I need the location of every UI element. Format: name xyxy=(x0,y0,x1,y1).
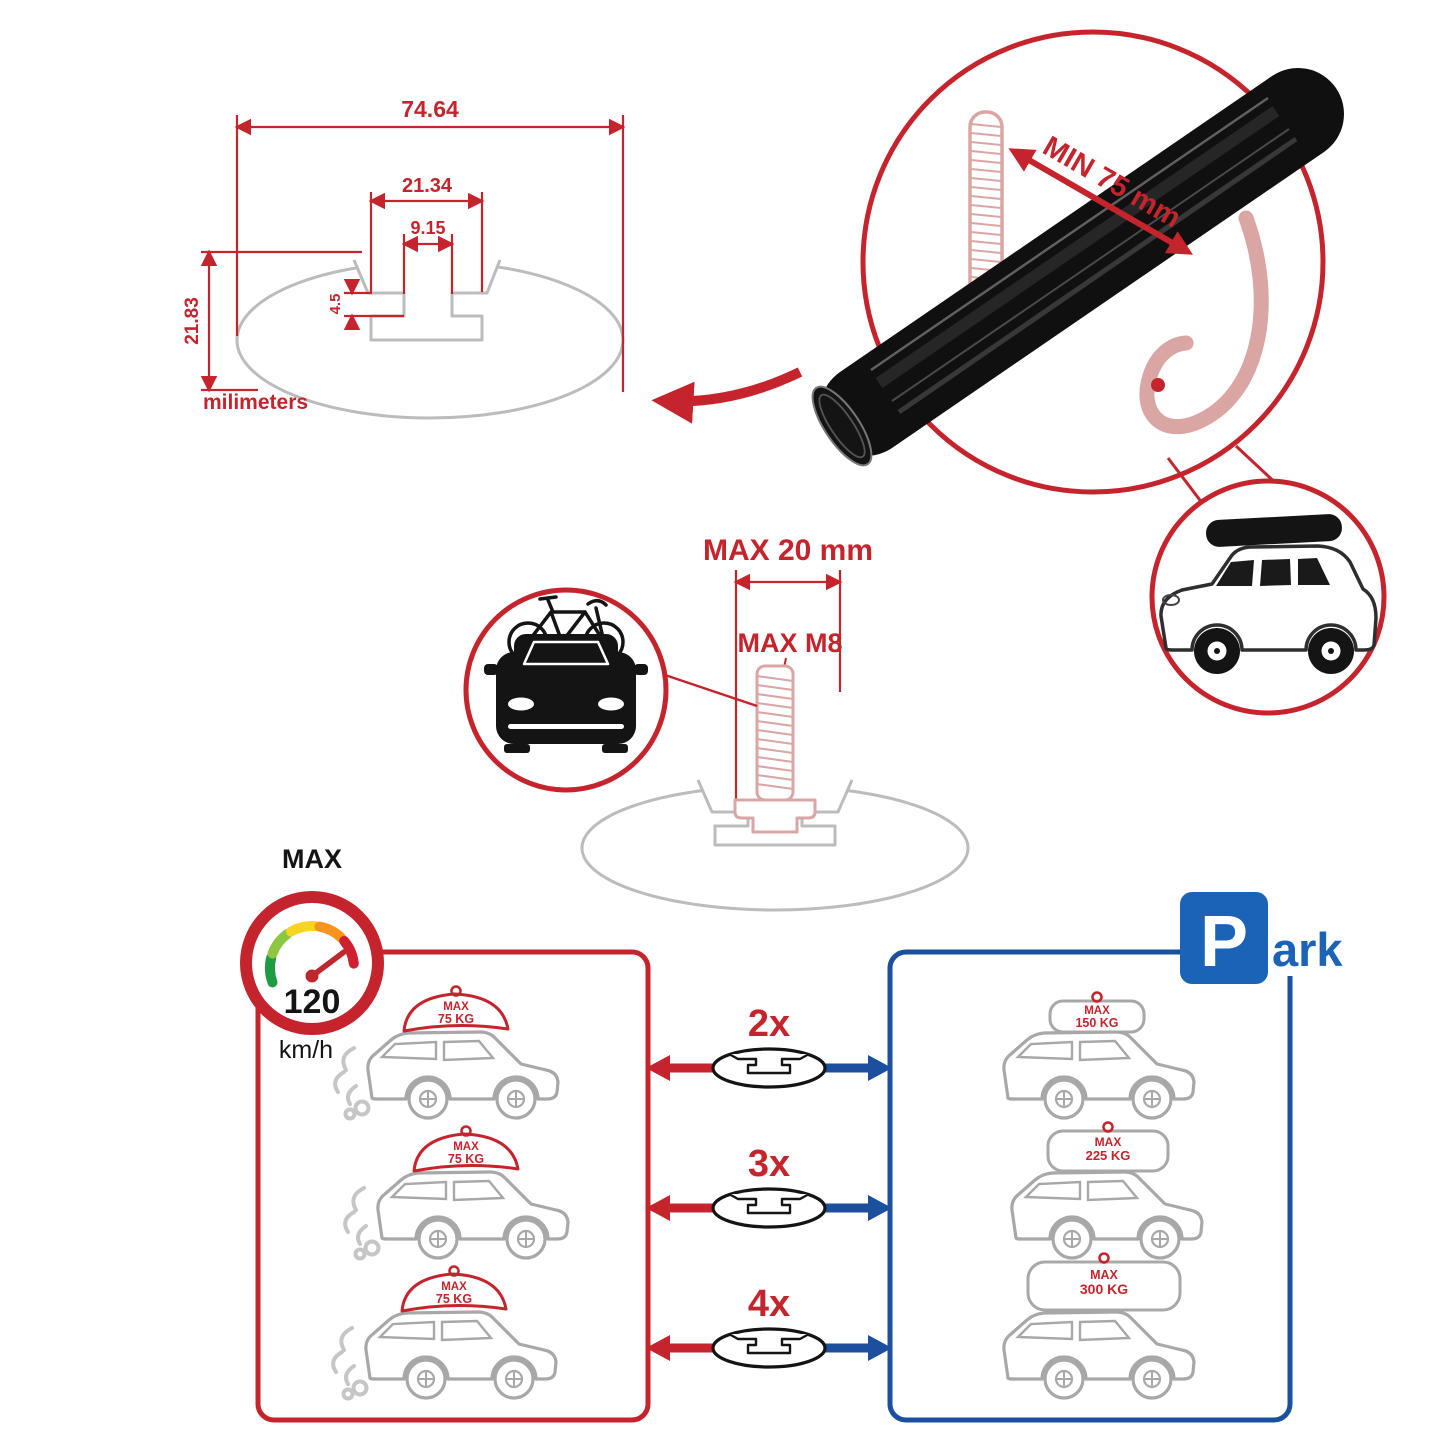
dim-total-width-lines xyxy=(234,115,626,392)
dim-total-height-label: 21.83 xyxy=(182,297,203,345)
bar-count-label: 3x xyxy=(748,1143,790,1185)
roof-box-load-line2: 225 KG xyxy=(1086,1148,1131,1163)
dim-slot-width-label: 9.15 xyxy=(410,218,445,238)
t-slot-profile xyxy=(352,259,502,342)
roof-box-small: MAX 150 KG xyxy=(1048,991,1146,1034)
suv-roofbox-badge xyxy=(1149,478,1387,716)
bolt-max-thread-label: MAX M8 xyxy=(737,628,842,658)
bolt-detail-diagram: MAX 20 mm MAX M8 xyxy=(580,534,970,912)
dim-channel-outer-label: 21.34 xyxy=(402,175,453,197)
roof-box-large: MAX 300 KG xyxy=(1026,1252,1182,1312)
driving-car-row-1: MAX 75 KG xyxy=(333,985,560,1121)
gauge-needle xyxy=(305,949,347,983)
arrow-to-driving-head xyxy=(646,1335,670,1361)
driving-car-row-3: MAX 75 KG xyxy=(331,1265,558,1401)
parking-sign-plate xyxy=(1180,892,1268,984)
roof-box-medium: MAX 225 KG xyxy=(1046,1121,1170,1173)
roof-box-load-line1: MAX xyxy=(1095,1135,1122,1149)
car-front-icon xyxy=(484,634,648,753)
parking-sign: P ark xyxy=(1180,892,1346,984)
clamp-contact-dot xyxy=(1151,378,1165,392)
roof-box-load-line1: MAX xyxy=(1084,1005,1110,1017)
roof-bag-load-line2: 75 KG xyxy=(438,1012,474,1026)
roof-box xyxy=(1206,514,1342,547)
bike-car-badge xyxy=(463,587,758,793)
clamp-hook xyxy=(1139,210,1269,434)
arrow-to-parked-head xyxy=(868,1195,892,1221)
dim-lip-depth-lines xyxy=(343,278,404,331)
bar-count-row-2: 3x xyxy=(646,1143,892,1229)
dim-channel-outer-lines xyxy=(368,192,485,292)
t-bolt-illustration xyxy=(733,664,817,834)
detail-circle xyxy=(860,29,1326,495)
suv-window-front xyxy=(1260,559,1291,586)
suv-windshield xyxy=(1216,560,1254,586)
roof-box-load-line1: MAX xyxy=(1090,1268,1118,1282)
arrow-to-parked-head xyxy=(868,1335,892,1361)
suv-wheel-rear xyxy=(1308,628,1354,674)
crossbar-section-icon xyxy=(711,1047,827,1089)
speed-limit-value: 120 xyxy=(284,983,341,1021)
roof-bag: MAX 75 KG xyxy=(400,1265,508,1313)
bar-count-label: 2x xyxy=(748,1003,790,1045)
bar-count-label: 4x xyxy=(748,1283,790,1325)
roof-bag-load-line1: MAX xyxy=(453,1141,479,1153)
dim-slot-width-lines xyxy=(401,234,455,294)
bar-end-face xyxy=(811,385,873,467)
gauge-ring xyxy=(240,891,384,1035)
speed-limit-gauge: MAX 120 km/h xyxy=(240,844,384,1064)
parked-car-row-2: MAX 225 KG xyxy=(1010,1121,1204,1260)
roof-bag-load-line2: 75 KG xyxy=(436,1292,472,1306)
speed-limit-unit: km/h xyxy=(279,1036,333,1064)
pointer-arrow-to-diagram xyxy=(651,367,803,424)
driving-car-row-2: MAX 75 KG xyxy=(343,1125,570,1261)
dim-lip-depth-label: 4.5 xyxy=(327,294,344,315)
speed-limit-title: MAX xyxy=(282,844,342,874)
capacity-comparison: P ark MAX 75 KG MAX 75 KG xyxy=(255,892,1346,1423)
arrow-to-driving-head xyxy=(646,1195,670,1221)
suv-window-rear xyxy=(1298,558,1330,585)
crossbar-dimension-diagram: 74.64 21.34 9.15 4.5 21.83 milimeters xyxy=(182,96,803,424)
parking-sign-letter: P xyxy=(1200,902,1248,982)
bolt-length-dim-lines xyxy=(733,570,843,800)
parked-car-row-1: MAX 150 KG xyxy=(1002,991,1196,1120)
roof-bag-load-line1: MAX xyxy=(441,1281,467,1293)
suv-headlight xyxy=(1162,594,1180,606)
parking-sign-backdrop xyxy=(1268,908,1346,976)
parking-sign-suffix: ark xyxy=(1272,923,1343,976)
roof-bag-load-line1: MAX xyxy=(443,1001,469,1013)
roof-bag: MAX 75 KG xyxy=(402,985,510,1033)
bolt-max-length-label: MAX 20 mm xyxy=(703,534,873,567)
parked-car-row-3: MAX 300 KG xyxy=(1002,1252,1196,1400)
arrow-to-parked-head xyxy=(868,1055,892,1081)
bar-count-row-3: 4x xyxy=(646,1283,892,1369)
roof-bag-load-line2: 75 KG xyxy=(448,1152,484,1166)
arrow-to-driving-head xyxy=(646,1055,670,1081)
crossbar-section-icon xyxy=(711,1187,827,1229)
roof-bag: MAX 75 KG xyxy=(412,1125,520,1173)
dim-total-height-lines xyxy=(200,249,362,393)
gauge-arcs xyxy=(264,921,359,988)
crossbar-section-icon xyxy=(711,1327,827,1369)
roof-box-load-line2: 150 KG xyxy=(1075,1016,1118,1030)
bar-count-row-1: 2x xyxy=(646,1003,892,1089)
dim-total-width-label: 74.64 xyxy=(401,96,459,122)
badge-to-bolt-line xyxy=(661,672,758,708)
crossbar-3d-detail: MIN 75 mm xyxy=(811,29,1344,517)
suv-wheel-front xyxy=(1194,628,1240,674)
units-label: milimeters xyxy=(203,391,308,414)
roof-box-load-line2: 300 KG xyxy=(1080,1281,1128,1297)
